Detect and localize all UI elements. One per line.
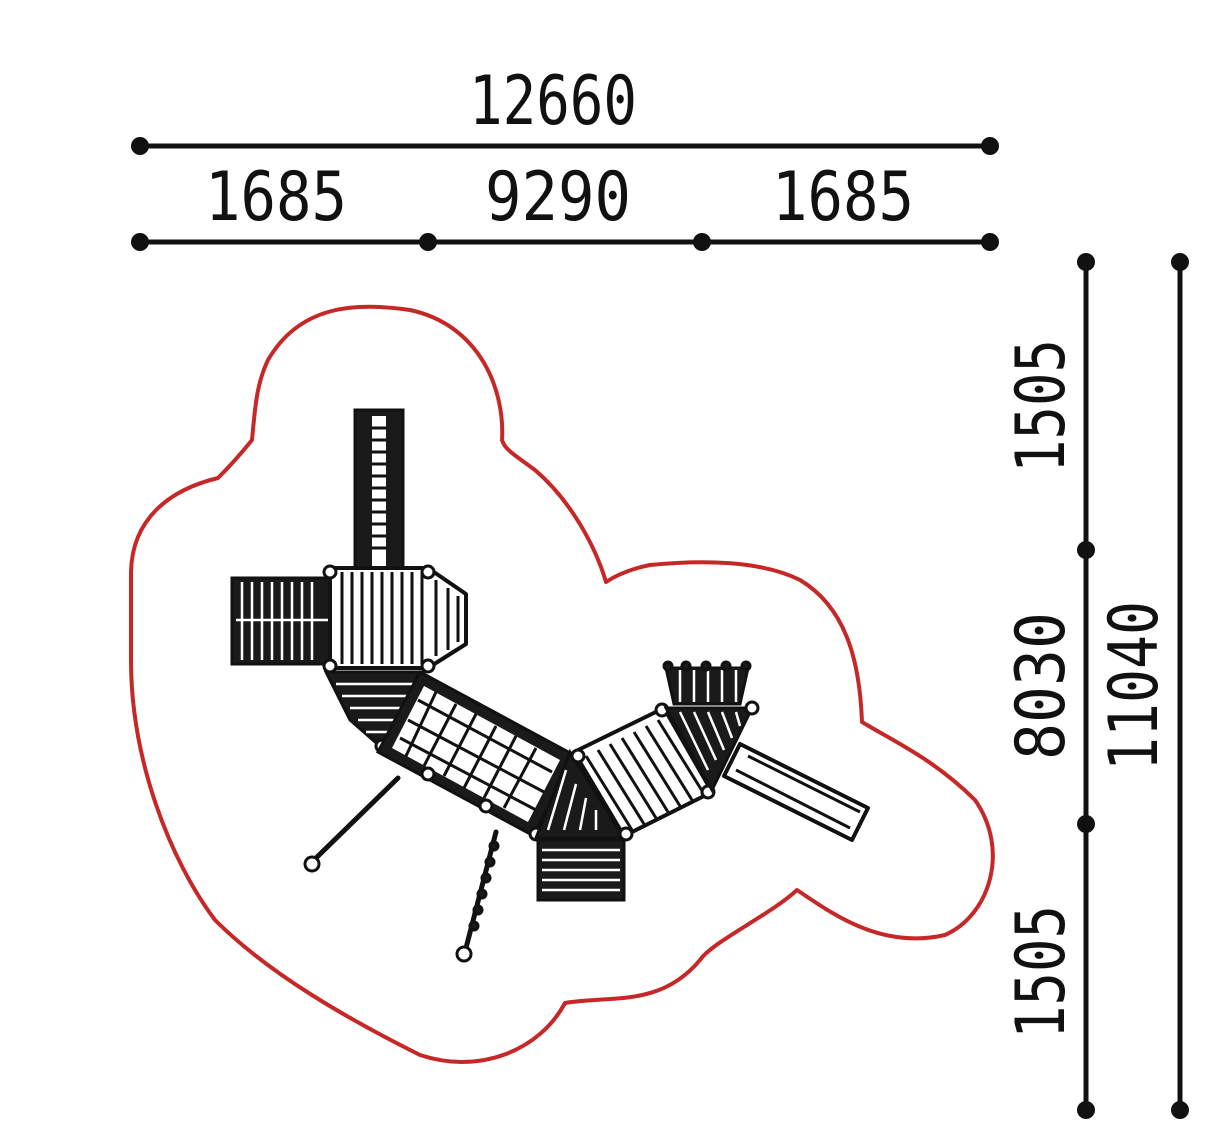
dimension-endpoint bbox=[1171, 1101, 1189, 1119]
ladder-top bbox=[353, 408, 405, 574]
depth-segment-bottom-label: 1505 bbox=[1002, 905, 1081, 1039]
depth-segment-top-label: 1505 bbox=[1002, 339, 1081, 473]
dimension-endpoint bbox=[1171, 253, 1189, 271]
width-segment-left-label: 1685 bbox=[205, 158, 347, 237]
dimension-endpoint bbox=[1077, 815, 1095, 833]
lower-transition-wedge bbox=[533, 748, 627, 840]
dimension-endpoint bbox=[1077, 1101, 1095, 1119]
overall-depth-dimension: 11040 bbox=[1095, 253, 1189, 1119]
safety-zone-outline bbox=[129, 304, 995, 1064]
net-bridge bbox=[375, 669, 574, 842]
slide-entry-hood bbox=[663, 700, 760, 794]
depth-segments-dimension: 1505 8030 1505 bbox=[1002, 253, 1095, 1119]
dimension-endpoint bbox=[981, 137, 999, 155]
top-crown-railing bbox=[662, 660, 752, 706]
depth-segment-middle-label: 8030 bbox=[1002, 612, 1081, 760]
knotted-climbing-rope bbox=[455, 829, 500, 963]
dimension-endpoint bbox=[981, 233, 999, 251]
dimension-endpoint bbox=[1077, 253, 1095, 271]
play-structure bbox=[230, 408, 870, 963]
dimension-endpoint bbox=[131, 137, 149, 155]
dimension-endpoint bbox=[131, 233, 149, 251]
bottom-step-platform bbox=[536, 838, 626, 902]
dimension-endpoint bbox=[1077, 541, 1095, 559]
upper-tower-platform bbox=[322, 564, 468, 674]
slide bbox=[722, 742, 870, 842]
overall-depth-label: 11040 bbox=[1095, 601, 1174, 771]
overall-width-label: 12660 bbox=[469, 62, 637, 141]
hanging-rope-left bbox=[303, 775, 401, 873]
lower-tower-platform bbox=[570, 702, 716, 842]
width-segment-right-label: 1685 bbox=[772, 158, 914, 237]
width-segment-middle-label: 9290 bbox=[485, 158, 631, 237]
dimension-endpoint bbox=[693, 233, 711, 251]
dimension-endpoint bbox=[419, 233, 437, 251]
side-climbing-panel bbox=[230, 576, 334, 666]
overall-width-dimension: 12660 bbox=[131, 62, 999, 155]
width-segments-dimension: 1685 9290 1685 bbox=[131, 158, 999, 251]
